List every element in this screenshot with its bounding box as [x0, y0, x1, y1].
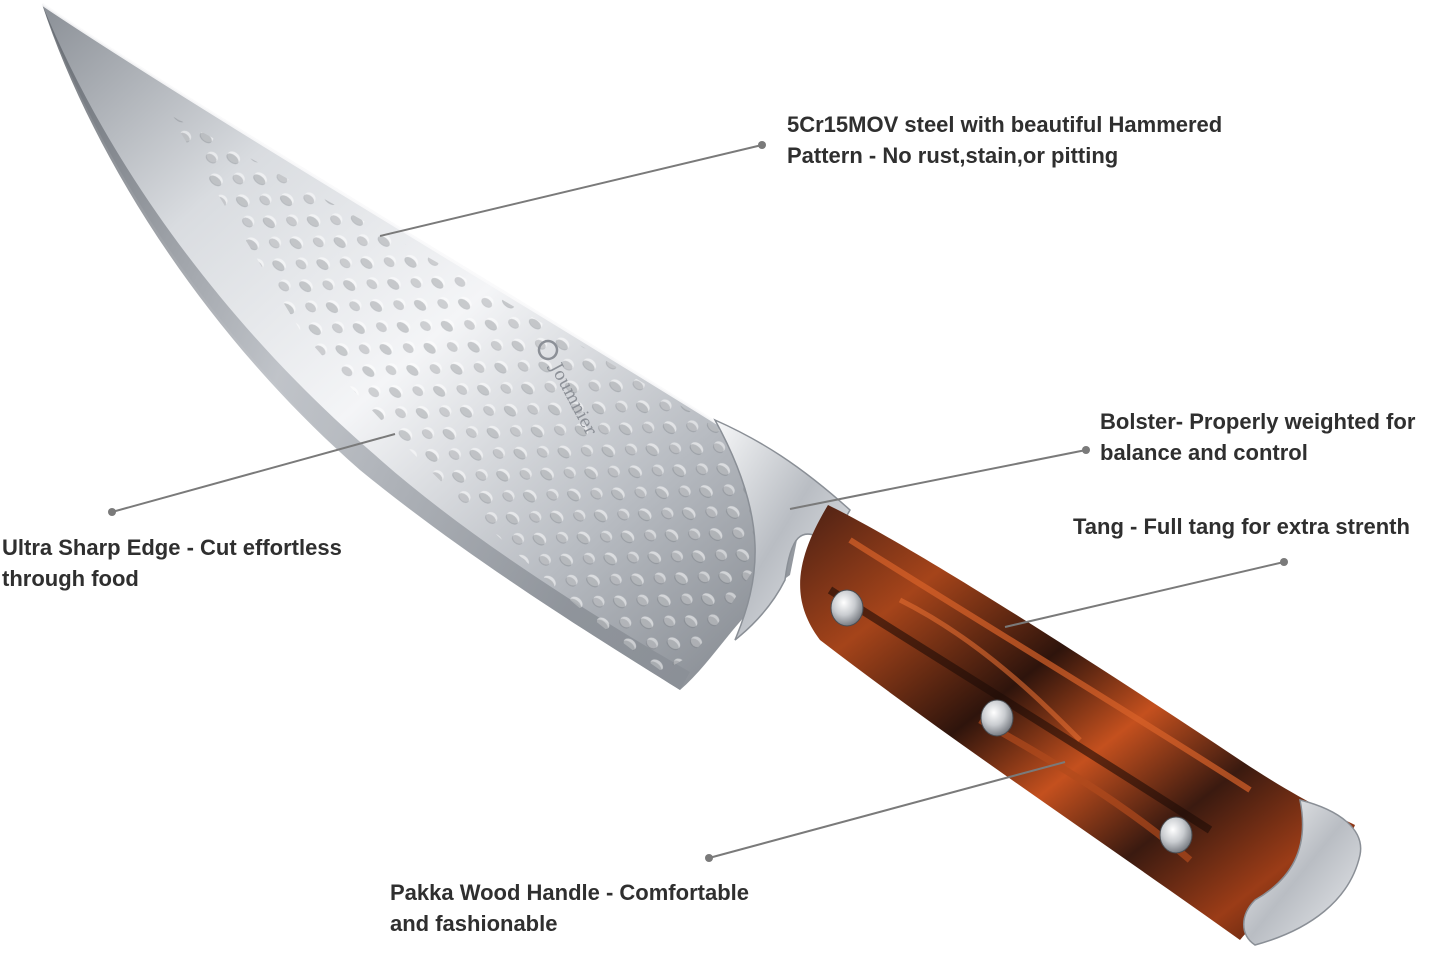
callout-tang-line1: Tang - Full tang for extra strenth [1073, 514, 1410, 539]
blade-spine-highlight [41, 2, 721, 427]
leader-line-handle [708, 761, 1066, 859]
leader-dot-edge [108, 508, 116, 516]
handle-wood [800, 505, 1355, 940]
leader-line-steel [379, 144, 763, 237]
handle [800, 505, 1362, 946]
callout-steel-line1: 5Cr15MOV steel with beautiful Hammered [787, 112, 1223, 137]
callout-handle-line1: Pakka Wood Handle - Comfortable [390, 880, 749, 905]
leader-lines [108, 141, 1288, 862]
callout-bolster-line1: Bolster- Properly weighted for [1100, 409, 1416, 434]
leader-line-bolster [789, 449, 1087, 510]
leader-line-edge [111, 433, 396, 513]
callout-edge-line2: through food [2, 566, 139, 591]
rivet-icon [1159, 816, 1193, 854]
hammered-pattern [170, 115, 770, 670]
leader-line-tang [1004, 561, 1285, 628]
callout-steel-line2: Pattern - No rust,stain,or pitting [787, 143, 1119, 168]
rivet-icon [980, 699, 1014, 737]
callout-steel: 5Cr15MOV steel with beautiful Hammered P… [787, 109, 1222, 171]
bolster [713, 418, 851, 641]
callout-bolster: Bolster- Properly weighted for balance a… [1100, 406, 1415, 468]
callout-handle-line2: and fashionable [390, 911, 558, 936]
handle-end-cap [1243, 798, 1362, 946]
callout-edge-line1: Ultra Sharp Edge - Cut effortless [2, 535, 342, 560]
leader-dot-tang [1280, 558, 1288, 566]
callout-tang: Tang - Full tang for extra strenth [1073, 511, 1410, 542]
leader-dot-bolster [1082, 446, 1090, 454]
blade: Joumnier [41, 2, 805, 690]
callout-edge: Ultra Sharp Edge - Cut effortless throug… [2, 532, 342, 594]
rivet-icon [830, 589, 864, 627]
leader-dot-handle [705, 854, 713, 862]
leader-dot-steel [758, 141, 766, 149]
callout-handle: Pakka Wood Handle - Comfortable and fash… [390, 877, 749, 939]
callout-bolster-line2: balance and control [1100, 440, 1308, 465]
